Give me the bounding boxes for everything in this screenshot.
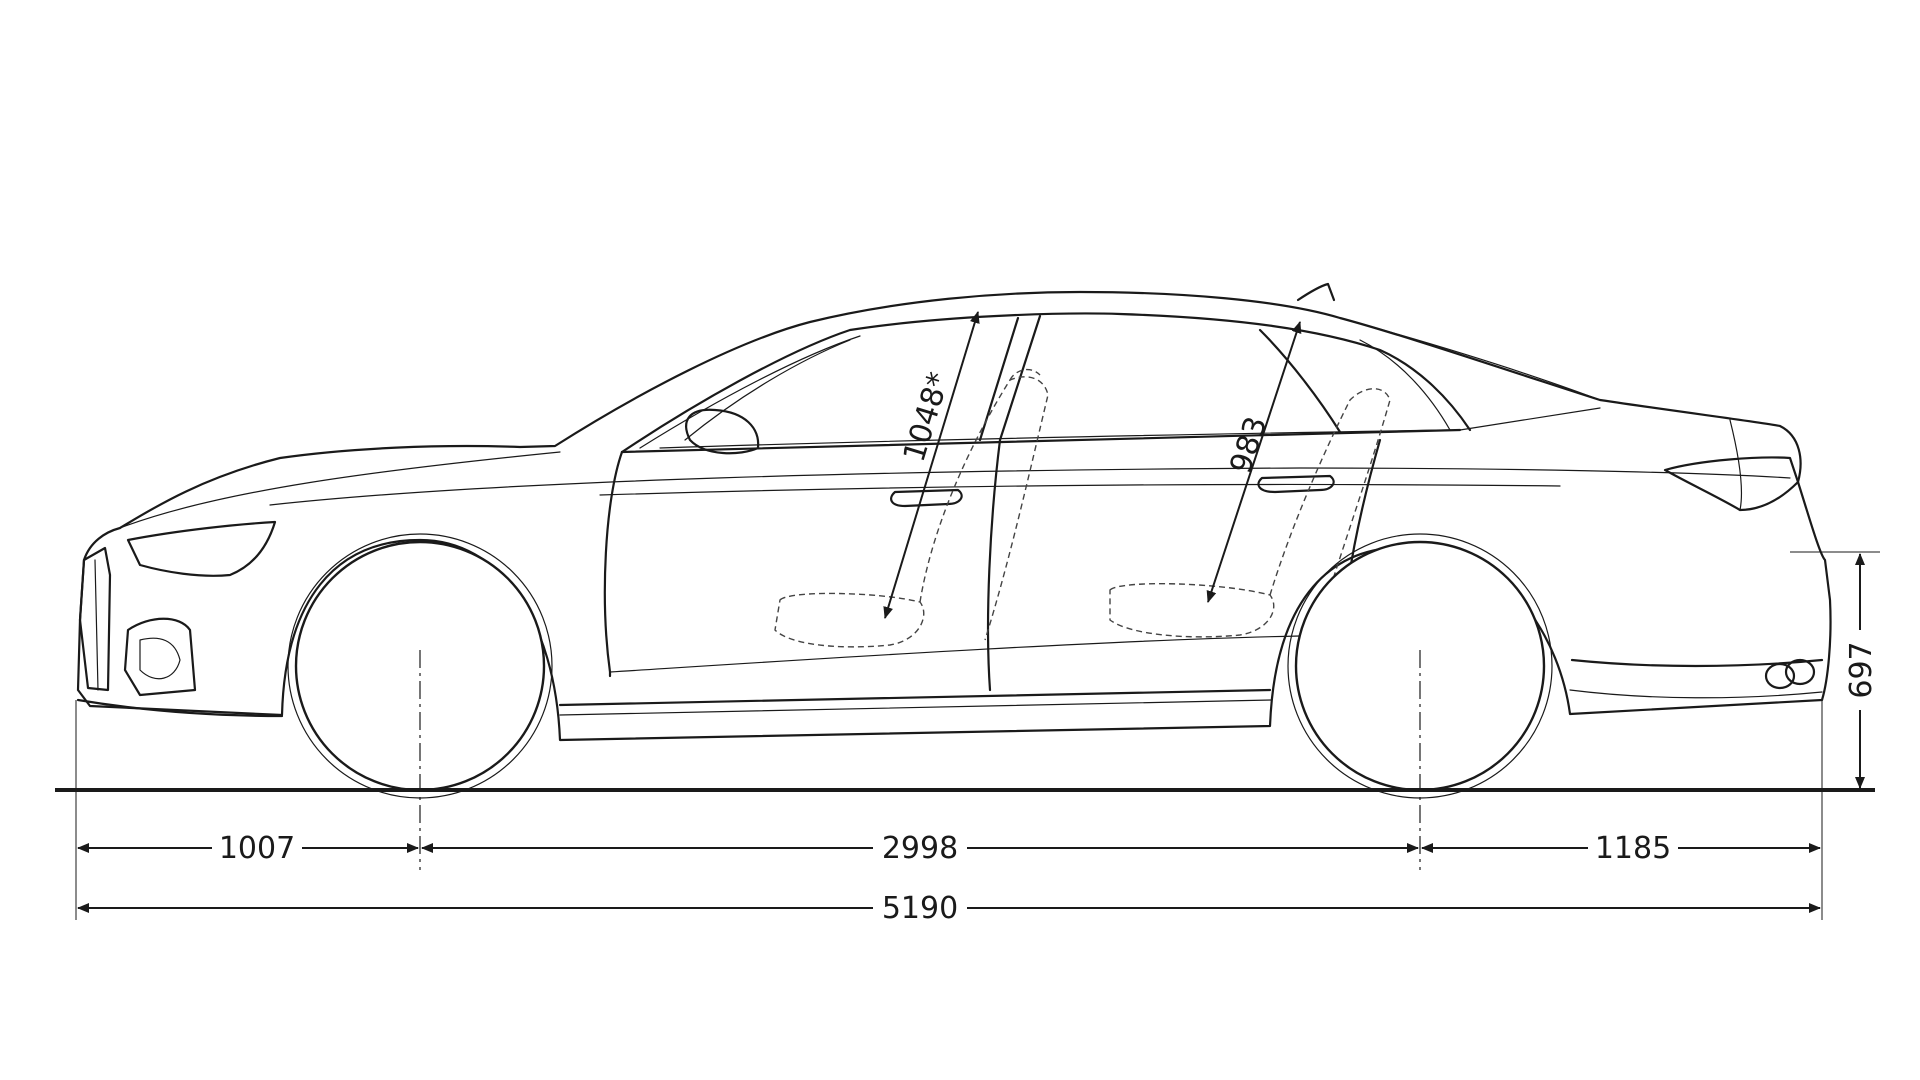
dimension-wheelbase: 2998	[421, 828, 1419, 866]
dimension-front-overhang: 1007	[77, 828, 419, 866]
rear-overhang-label: 1185	[1595, 831, 1671, 866]
rear-height-label: 697	[1844, 641, 1879, 698]
dimension-overall-length: 5190	[77, 888, 1821, 926]
dimension-rear-headroom: 983	[1206, 321, 1302, 603]
front-headroom-label: 1048*	[897, 368, 957, 466]
seat-outlines	[774, 368, 1391, 648]
overall-length-label: 5190	[882, 891, 958, 926]
front-overhang-label: 1007	[219, 831, 295, 866]
dimension-rear-height: 697	[1842, 553, 1879, 789]
wheelbase-label: 2998	[882, 831, 958, 866]
dimension-rear-overhang: 1185	[1421, 828, 1821, 866]
